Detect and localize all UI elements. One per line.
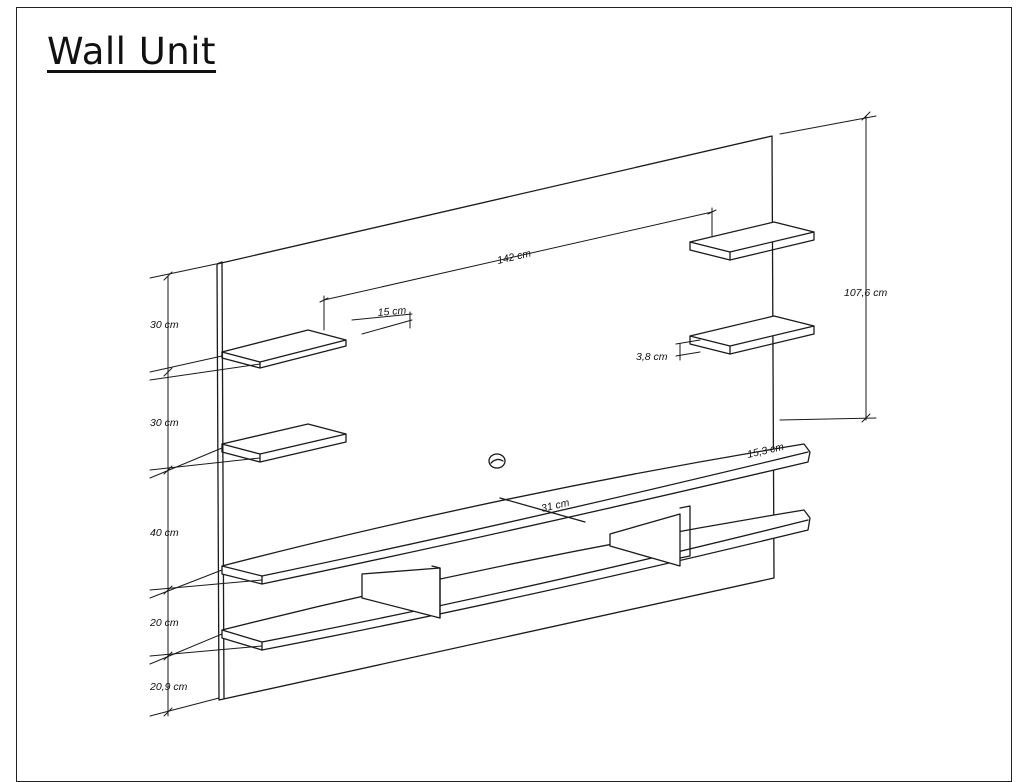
gap-4-label: 20 cm	[149, 617, 179, 629]
hole-offset-label: 15 cm	[377, 305, 407, 319]
upper-curved-shelf	[221, 443, 811, 619]
right-shelf-top	[689, 221, 815, 261]
height-dimension	[779, 111, 877, 423]
page-title: Wall Unit	[47, 30, 217, 73]
gap-2-label: 30 cm	[150, 417, 179, 429]
left-dimension-chain	[149, 263, 263, 717]
thickness-dimension	[675, 339, 701, 361]
hole-offset-dimension	[351, 311, 413, 335]
cable-hole	[488, 453, 506, 469]
width-dimension	[319, 207, 717, 331]
thickness-label: 3,8 cm	[636, 351, 668, 363]
left-shelf-middle	[221, 423, 347, 463]
height-label: 107,6 cm	[844, 287, 887, 299]
gap-1-label: 30 cm	[150, 319, 179, 331]
gap-5-label: 20,9 cm	[149, 681, 188, 693]
gap-3-label: 40 cm	[150, 527, 179, 539]
